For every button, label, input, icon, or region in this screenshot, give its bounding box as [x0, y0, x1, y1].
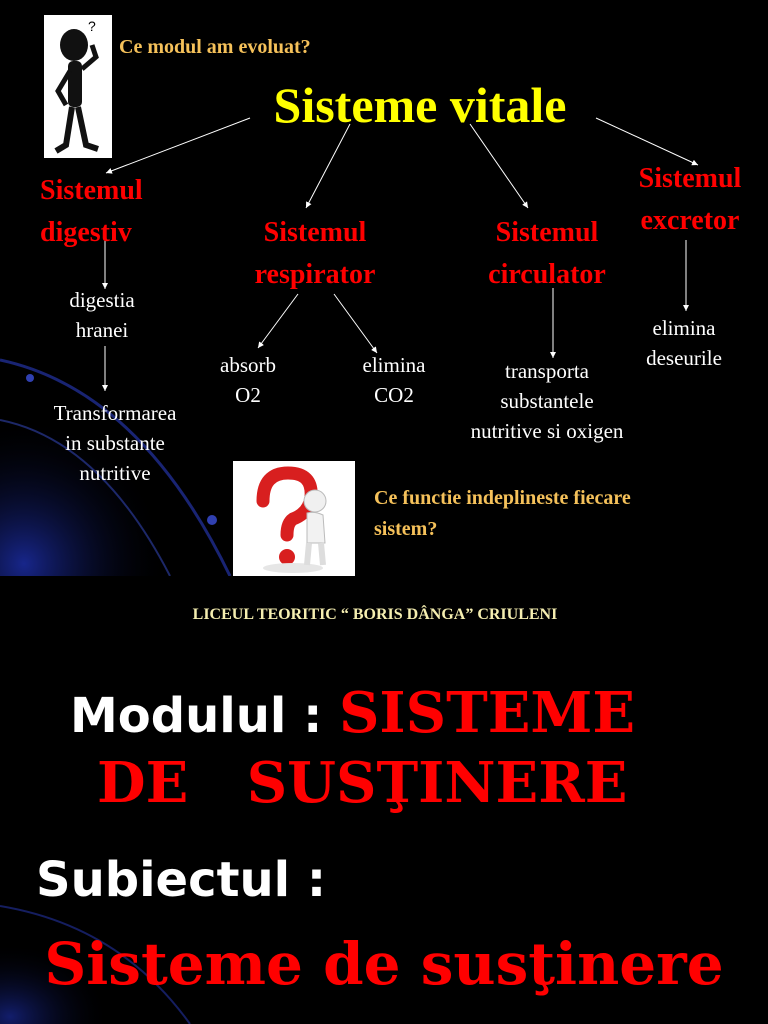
function-absorb-line2: O2 [235, 383, 261, 407]
function-absorb-line1: absorb [220, 353, 276, 377]
system-respirator: Sistemul respirator [220, 212, 410, 296]
system-circulator-line2: circulator [488, 259, 606, 290]
page-title: Sisteme vitale [273, 77, 567, 133]
function-elimina-deseuri-line2: deseurile [646, 346, 722, 370]
function-transformarea-line2: in substante [65, 431, 165, 455]
function-elimina-deseuri: elimina deseurile [622, 313, 746, 373]
function-transporta-line3: nutritive si oxigen [470, 419, 624, 443]
function-elimina-deseuri-line1: elimina [652, 316, 716, 340]
system-circulator-line1: Sistemul [495, 217, 599, 248]
system-digestiv-line2: digestiv [40, 217, 132, 248]
thinking-stick-figure-icon: ? [44, 15, 112, 158]
function-digestia-line2: hranei [75, 318, 129, 342]
slide-title: LICEUL TEORITIC “ BORIS DÂNGA” CRIULENI … [0, 576, 768, 1024]
system-excretor-line1: Sistemul [638, 163, 742, 194]
system-respirator-line1: Sistemul [263, 217, 367, 248]
system-excretor: Sistemul excretor [612, 158, 768, 242]
function-absorb: absorb O2 [198, 350, 298, 410]
diagram-arrows [102, 117, 699, 391]
system-circulator: Sistemul circulator [455, 212, 639, 296]
subject-label: Subiectul : [36, 852, 327, 908]
function-elimina-co2-line1: elimina [362, 353, 426, 377]
system-digestiv-line1: Sistemul [40, 175, 143, 206]
slide-sisteme-vitale: ? Ce modul am evoluat? Sisteme vitale [0, 15, 768, 576]
function-elimina-co2-line2: CO2 [374, 383, 414, 407]
function-transporta: transporta substantele nutritive si oxig… [440, 356, 654, 446]
function-elimina-co2: elimina CO2 [340, 350, 448, 410]
function-transformarea-line3: nutritive [79, 461, 151, 485]
function-digestia: digestia hranei [32, 285, 172, 345]
svg-text:?: ? [88, 18, 96, 34]
question-bottom-line2: sistem? [374, 518, 438, 540]
question-bottom: Ce functie indeplineste fiecare sistem? [374, 483, 631, 545]
function-transporta-line2: substantele [500, 389, 594, 413]
question-mark-person-icon [233, 461, 355, 576]
function-transporta-line1: transporta [505, 359, 589, 383]
subject-title: Sisteme de susţinere [44, 930, 724, 998]
module-name-line2: DE SUSŢINERE [97, 750, 628, 816]
school-name: LICEUL TEORITIC “ BORIS DÂNGA” CRIULENI [192, 606, 558, 623]
system-excretor-line2: excretor [640, 205, 740, 236]
system-respirator-line2: respirator [254, 259, 376, 290]
module-label: Modulul : [70, 688, 323, 744]
module-name-line1: SISTEME [338, 680, 636, 746]
module-heading: Modulul : SISTEME [70, 684, 635, 745]
question-bottom-line1: Ce functie indeplineste fiecare [374, 487, 631, 509]
system-digestiv: Sistemul digestiv [18, 170, 188, 254]
function-transformarea: Transformarea in substante nutritive [22, 398, 208, 488]
function-digestia-line1: digestia [69, 288, 135, 312]
function-transformarea-line1: Transformarea [53, 401, 177, 425]
question-top: Ce modul am evoluat? [119, 36, 311, 58]
